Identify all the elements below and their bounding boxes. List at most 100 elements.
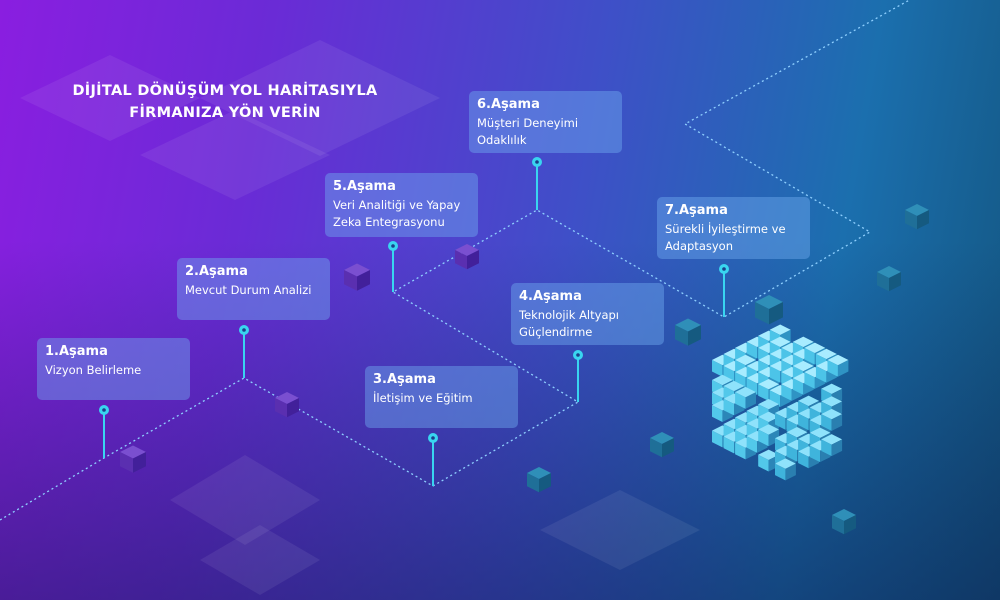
cube-left	[735, 392, 746, 409]
cube-left	[786, 444, 797, 462]
cube-right	[357, 270, 370, 291]
cube-top	[769, 348, 791, 360]
pin-center	[391, 244, 395, 248]
cube-left	[798, 413, 809, 431]
cube-left	[455, 250, 467, 270]
stage-heading: 5.Aşama	[333, 179, 396, 194]
title-line-2: FİRMANIZA YÖN VERİN	[129, 105, 321, 121]
cube-left	[809, 445, 821, 463]
cube-left	[877, 272, 889, 292]
cube-top	[746, 430, 768, 442]
cube-top	[735, 424, 756, 436]
cube-top	[712, 425, 733, 436]
cube-top	[758, 342, 780, 354]
bg-diamond	[200, 40, 440, 156]
cube-left	[712, 360, 723, 377]
pin-center	[535, 160, 539, 164]
cube-top	[792, 348, 814, 360]
pin-center	[242, 328, 246, 332]
cube-left	[821, 414, 832, 431]
cube-left	[804, 347, 815, 365]
cube-top	[809, 414, 831, 426]
stage-text: Sürekli İyileştirme ve Adaptasyon	[665, 222, 786, 253]
cube-top	[758, 449, 780, 461]
cube-left	[755, 302, 769, 325]
cube-left	[758, 429, 769, 447]
cube-top	[821, 434, 843, 445]
stage-text: İletişim ve Eğitim	[373, 391, 473, 405]
pin-center	[102, 408, 106, 412]
cube-top	[792, 360, 814, 372]
bg-diamond	[540, 490, 700, 570]
cube-top	[735, 342, 756, 354]
cube-left	[792, 378, 804, 395]
cube-left	[758, 384, 769, 401]
cube-left	[712, 430, 723, 448]
cube-right	[831, 439, 843, 457]
cube-top	[746, 372, 768, 384]
cube-left	[120, 452, 133, 473]
cube-left	[344, 270, 357, 291]
stage-heading: 1.Aşama	[45, 344, 108, 359]
cube-left	[746, 436, 758, 453]
cube-left	[775, 413, 786, 430]
cube-left	[832, 515, 844, 535]
bg-diamond	[170, 455, 320, 545]
cube-top	[712, 387, 733, 398]
pin-center	[722, 267, 726, 271]
cube-top	[769, 360, 791, 372]
stage-heading: 6.Aşama	[477, 97, 540, 112]
title-line-1: DİJİTAL DÖNÜŞÜM YOL HARİTASIYLA	[72, 83, 378, 99]
cube-top	[758, 411, 780, 423]
cube-right	[133, 452, 146, 473]
cube-left	[758, 454, 769, 472]
pin-center	[576, 353, 580, 357]
cube-right	[467, 250, 479, 270]
cube-left	[746, 341, 758, 359]
cube-left	[775, 463, 786, 481]
cube-left	[723, 398, 734, 416]
cube-top	[775, 433, 796, 444]
cube-top	[821, 383, 843, 395]
cube-left	[723, 436, 734, 454]
cube-right	[889, 272, 901, 292]
stage-text: Teknolojik Altyapı Güçlendirme	[519, 308, 619, 339]
cube-top	[798, 433, 819, 445]
cube-right	[662, 438, 674, 458]
cube-top	[786, 427, 808, 438]
cube-top	[712, 400, 733, 411]
cube-right	[831, 414, 843, 431]
cube-left	[769, 366, 781, 383]
cube-top	[769, 336, 791, 348]
cube-left	[527, 473, 539, 493]
cube-top	[798, 408, 819, 419]
stage-text: Mevcut Durum Analizi	[185, 283, 312, 297]
stage-heading: 3.Aşama	[373, 372, 436, 387]
cube-left	[815, 366, 827, 383]
page-title: DİJİTAL DÖNÜŞÜM YOL HARİTASIYLA FİRMANIZ…	[60, 80, 390, 124]
cube-top	[735, 366, 756, 378]
bg-diamond	[200, 525, 320, 595]
cube-top	[746, 336, 768, 348]
stage-heading: 4.Aşama	[519, 289, 582, 304]
cube-left	[827, 360, 838, 377]
bg-diamond	[20, 55, 200, 141]
cube-top	[735, 386, 756, 398]
cube-right	[539, 473, 551, 493]
cube-left	[735, 442, 746, 460]
stage-heading: 7.Aşama	[665, 203, 728, 218]
cube-left	[712, 405, 723, 423]
cube-right	[287, 398, 299, 418]
cube-right	[917, 210, 929, 230]
stage-text: Müşteri Deneyimi Odaklılık	[477, 116, 579, 147]
cube-left	[675, 325, 688, 346]
cube-left	[804, 372, 815, 389]
cube-right	[688, 325, 701, 346]
cube-top	[809, 427, 831, 439]
